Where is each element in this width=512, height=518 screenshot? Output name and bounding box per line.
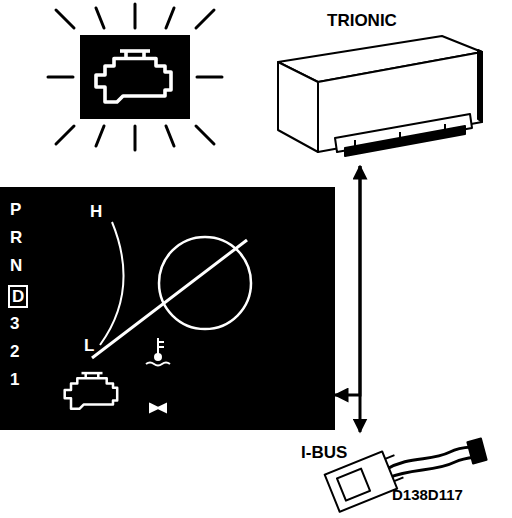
gear-indicator: P	[10, 201, 21, 218]
gauge-mark: L	[84, 337, 94, 354]
engine-symbol	[65, 373, 117, 409]
instrument-panel	[0, 187, 335, 430]
drawing-number: D138D117	[392, 486, 463, 503]
gear-indicator: R	[10, 229, 22, 246]
signal-arrow	[335, 166, 360, 395]
part-name: TRIONIC	[327, 12, 397, 29]
control-unit	[278, 36, 482, 156]
bus-connector	[325, 439, 487, 512]
indicator-symbol	[150, 404, 166, 412]
gear-indicator: 3	[10, 315, 19, 332]
gear-indicator: D	[8, 285, 28, 308]
part-name: I-BUS	[301, 444, 347, 461]
gear-indicator: N	[10, 257, 22, 274]
coolant-symbol	[146, 338, 170, 366]
gauge-mark: H	[90, 203, 102, 220]
gear-indicator: 1	[10, 371, 19, 388]
gear-indicator: 2	[10, 343, 19, 360]
warning-lamp	[48, 4, 222, 150]
instrument-panel-box: PRND 3 2 1 H L	[0, 187, 335, 430]
control-unit-box: TRIONIC	[265, 4, 487, 166]
